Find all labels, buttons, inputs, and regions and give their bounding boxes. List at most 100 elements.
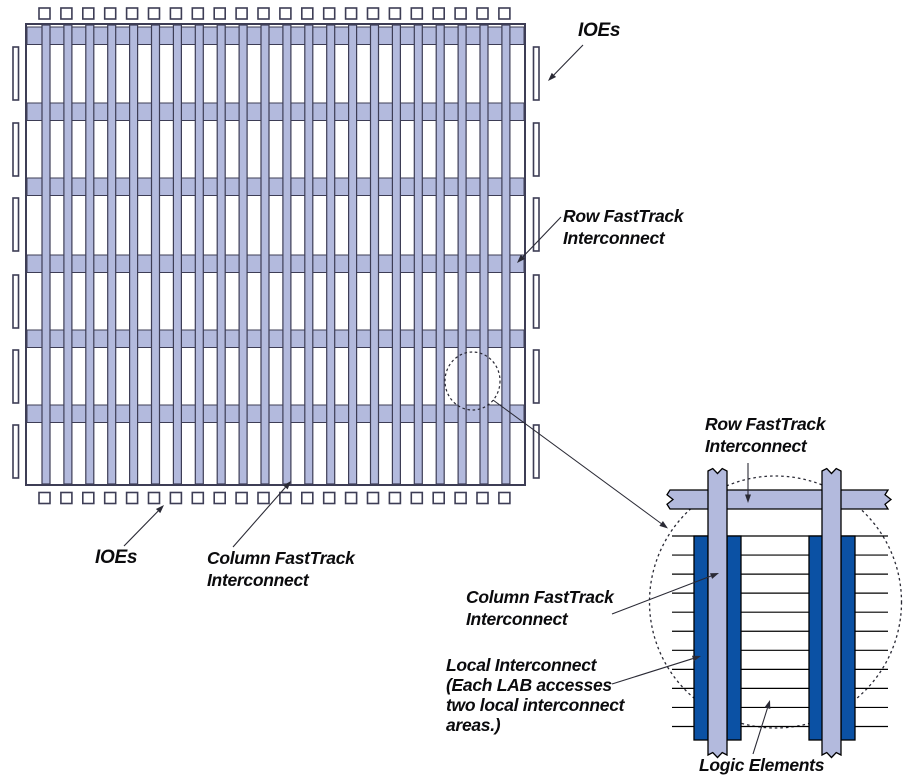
- ioe-square-top: [344, 7, 358, 20]
- ioe-square-bottom: [300, 491, 314, 505]
- ioe-strip-right: [532, 46, 540, 101]
- column-fasttrack-strip: [413, 24, 423, 485]
- column-fasttrack-strip: [41, 24, 51, 485]
- ioes-top-arrow: [553, 44, 584, 76]
- ioe-square-bottom: [257, 491, 270, 505]
- column-fasttrack-strip: [129, 24, 139, 485]
- ioe-square-bottom: [213, 491, 226, 505]
- local-interconnect-label: Local Interconnect (Each LAB accesses tw…: [446, 655, 624, 735]
- row-fasttrack-band: [26, 404, 525, 423]
- ioe-square-bottom: [103, 491, 117, 505]
- ioe-square-top: [213, 7, 226, 20]
- detail-column-fasttrack-label: Column FastTrack Interconnect: [466, 586, 614, 630]
- ioe-square-top: [147, 7, 161, 20]
- row-fasttrack-band: [26, 102, 525, 121]
- ioe-strip-left: [12, 46, 20, 101]
- ioe-strip-right: [532, 274, 540, 329]
- column-fasttrack-strip: [326, 24, 336, 485]
- row-fasttrack-band: [26, 177, 525, 196]
- ioe-square-top: [103, 7, 117, 20]
- ioe-square-top: [498, 7, 511, 20]
- detail-row-fasttrack-label-line2: Interconnect: [705, 436, 807, 456]
- column-fasttrack-strip: [85, 24, 95, 485]
- column-fasttrack-strip: [150, 24, 161, 485]
- column-fasttrack-strip: [238, 24, 248, 485]
- column-fasttrack-label: Column FastTrack Interconnect: [207, 547, 355, 591]
- column-fasttrack-strip: [304, 24, 314, 485]
- ioe-strip-left: [12, 349, 20, 404]
- ioe-square-bottom: [191, 491, 205, 505]
- column-fasttrack-strip: [260, 24, 270, 485]
- ioe-square-bottom: [169, 491, 183, 505]
- ioe-square-top: [279, 7, 292, 20]
- ioe-square-top: [322, 7, 336, 20]
- ioe-square-top: [432, 7, 446, 20]
- ioe-square-bottom: [344, 491, 358, 505]
- detail-row-fasttrack-label: Row FastTrack Interconnect: [705, 413, 826, 457]
- ioe-strip-left: [12, 424, 20, 479]
- callout-circle: [444, 351, 501, 411]
- local-interconnect-bar: [726, 535, 742, 741]
- ioe-square-top: [169, 7, 183, 20]
- column-fasttrack-strip: [501, 24, 511, 485]
- ioes-bottom-arrow: [123, 510, 159, 547]
- local-interconnect-label-line1: Local Interconnect: [446, 655, 597, 675]
- callout-connector-arrow: [492, 399, 662, 524]
- ioe-square-bottom: [147, 491, 161, 505]
- ioe-square-bottom: [388, 491, 402, 505]
- detail-row-fasttrack-band: [666, 489, 893, 510]
- ioe-square-bottom: [235, 491, 248, 505]
- ioe-square-top: [388, 7, 402, 20]
- ioe-strip-right: [532, 349, 540, 404]
- ioe-square-top: [38, 7, 51, 20]
- ioe-square-bottom: [82, 491, 95, 505]
- ioe-square-bottom: [432, 491, 446, 505]
- column-fasttrack-label-line1: Column FastTrack: [207, 548, 355, 568]
- column-fasttrack-label-line2: Interconnect: [207, 570, 309, 590]
- ioe-strip-right: [532, 122, 540, 177]
- detail-column-fasttrack-strip: [821, 467, 842, 759]
- column-fasttrack-strip: [63, 24, 73, 485]
- column-fasttrack-strip: [194, 24, 204, 485]
- ioes-bottom-label: IOEs: [95, 547, 138, 568]
- column-fasttrack-strip: [216, 24, 226, 485]
- ioe-strip-left: [12, 197, 20, 252]
- detail-row-fasttrack-label-line1: Row FastTrack: [705, 414, 826, 434]
- ioe-square-top: [125, 7, 139, 20]
- detail-column-fasttrack-label-line1: Column FastTrack: [466, 587, 614, 607]
- ioe-square-top: [82, 7, 95, 20]
- ioe-square-top: [257, 7, 270, 20]
- row-fasttrack-label: Row FastTrack Interconnect: [563, 205, 684, 249]
- ioe-strip-left: [12, 274, 20, 329]
- ioes-top-label: IOEs: [578, 20, 621, 41]
- ioe-square-top: [476, 7, 489, 20]
- ioe-square-top: [366, 7, 380, 20]
- row-fasttrack-arrow-head: [517, 254, 526, 263]
- row-fasttrack-band: [26, 26, 525, 45]
- ioes-bottom-arrow-head: [155, 505, 164, 514]
- detail-column-fasttrack-arrow-head: [709, 573, 719, 579]
- local-interconnect-label-line4: areas.): [446, 715, 501, 735]
- local-interconnect-arrow: [611, 658, 694, 685]
- ioe-square-bottom: [454, 491, 467, 505]
- ioe-strip-right: [532, 197, 540, 252]
- ioe-square-top: [235, 7, 248, 20]
- ioe-square-bottom: [322, 491, 336, 505]
- logic-elements-label: Logic Elements: [699, 755, 825, 775]
- ioe-square-bottom: [498, 491, 511, 505]
- ioe-square-top: [300, 7, 314, 20]
- row-fasttrack-band: [26, 329, 525, 348]
- column-fasttrack-strip: [107, 24, 117, 485]
- ioe-square-top: [191, 7, 205, 20]
- ioe-square-bottom: [60, 491, 73, 505]
- ioe-square-bottom: [125, 491, 139, 505]
- ioes-top-arrow-head: [548, 72, 557, 81]
- column-fasttrack-strip: [391, 24, 401, 485]
- column-fasttrack-strip: [172, 24, 182, 485]
- column-fasttrack-strip: [282, 24, 292, 485]
- row-fasttrack-band: [26, 254, 525, 273]
- logic-elements-arrow: [752, 707, 768, 755]
- logic-elements-arrow-head: [764, 700, 771, 710]
